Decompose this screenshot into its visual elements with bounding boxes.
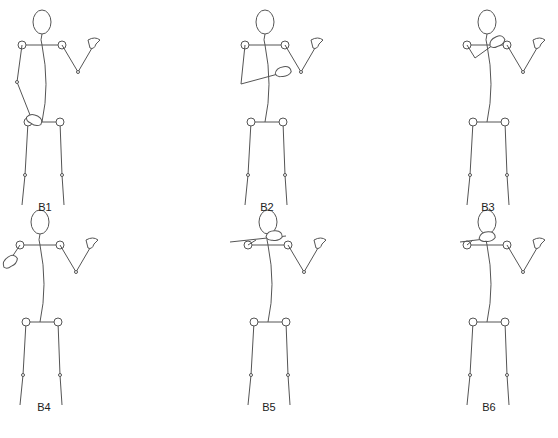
pose-label: B3 [481,201,494,213]
pose-b5 [230,210,326,405]
pose-label: B6 [482,401,495,413]
pose-label: B5 [262,401,275,413]
pose-b4 [1,210,98,405]
pose-label: B4 [37,401,50,413]
pose-b6 [460,210,545,405]
pose-label: B2 [260,201,273,213]
pose-b3 [463,10,545,205]
pose-label: B1 [38,201,51,213]
pose-b1 [16,10,101,205]
pose-b2 [241,10,323,205]
